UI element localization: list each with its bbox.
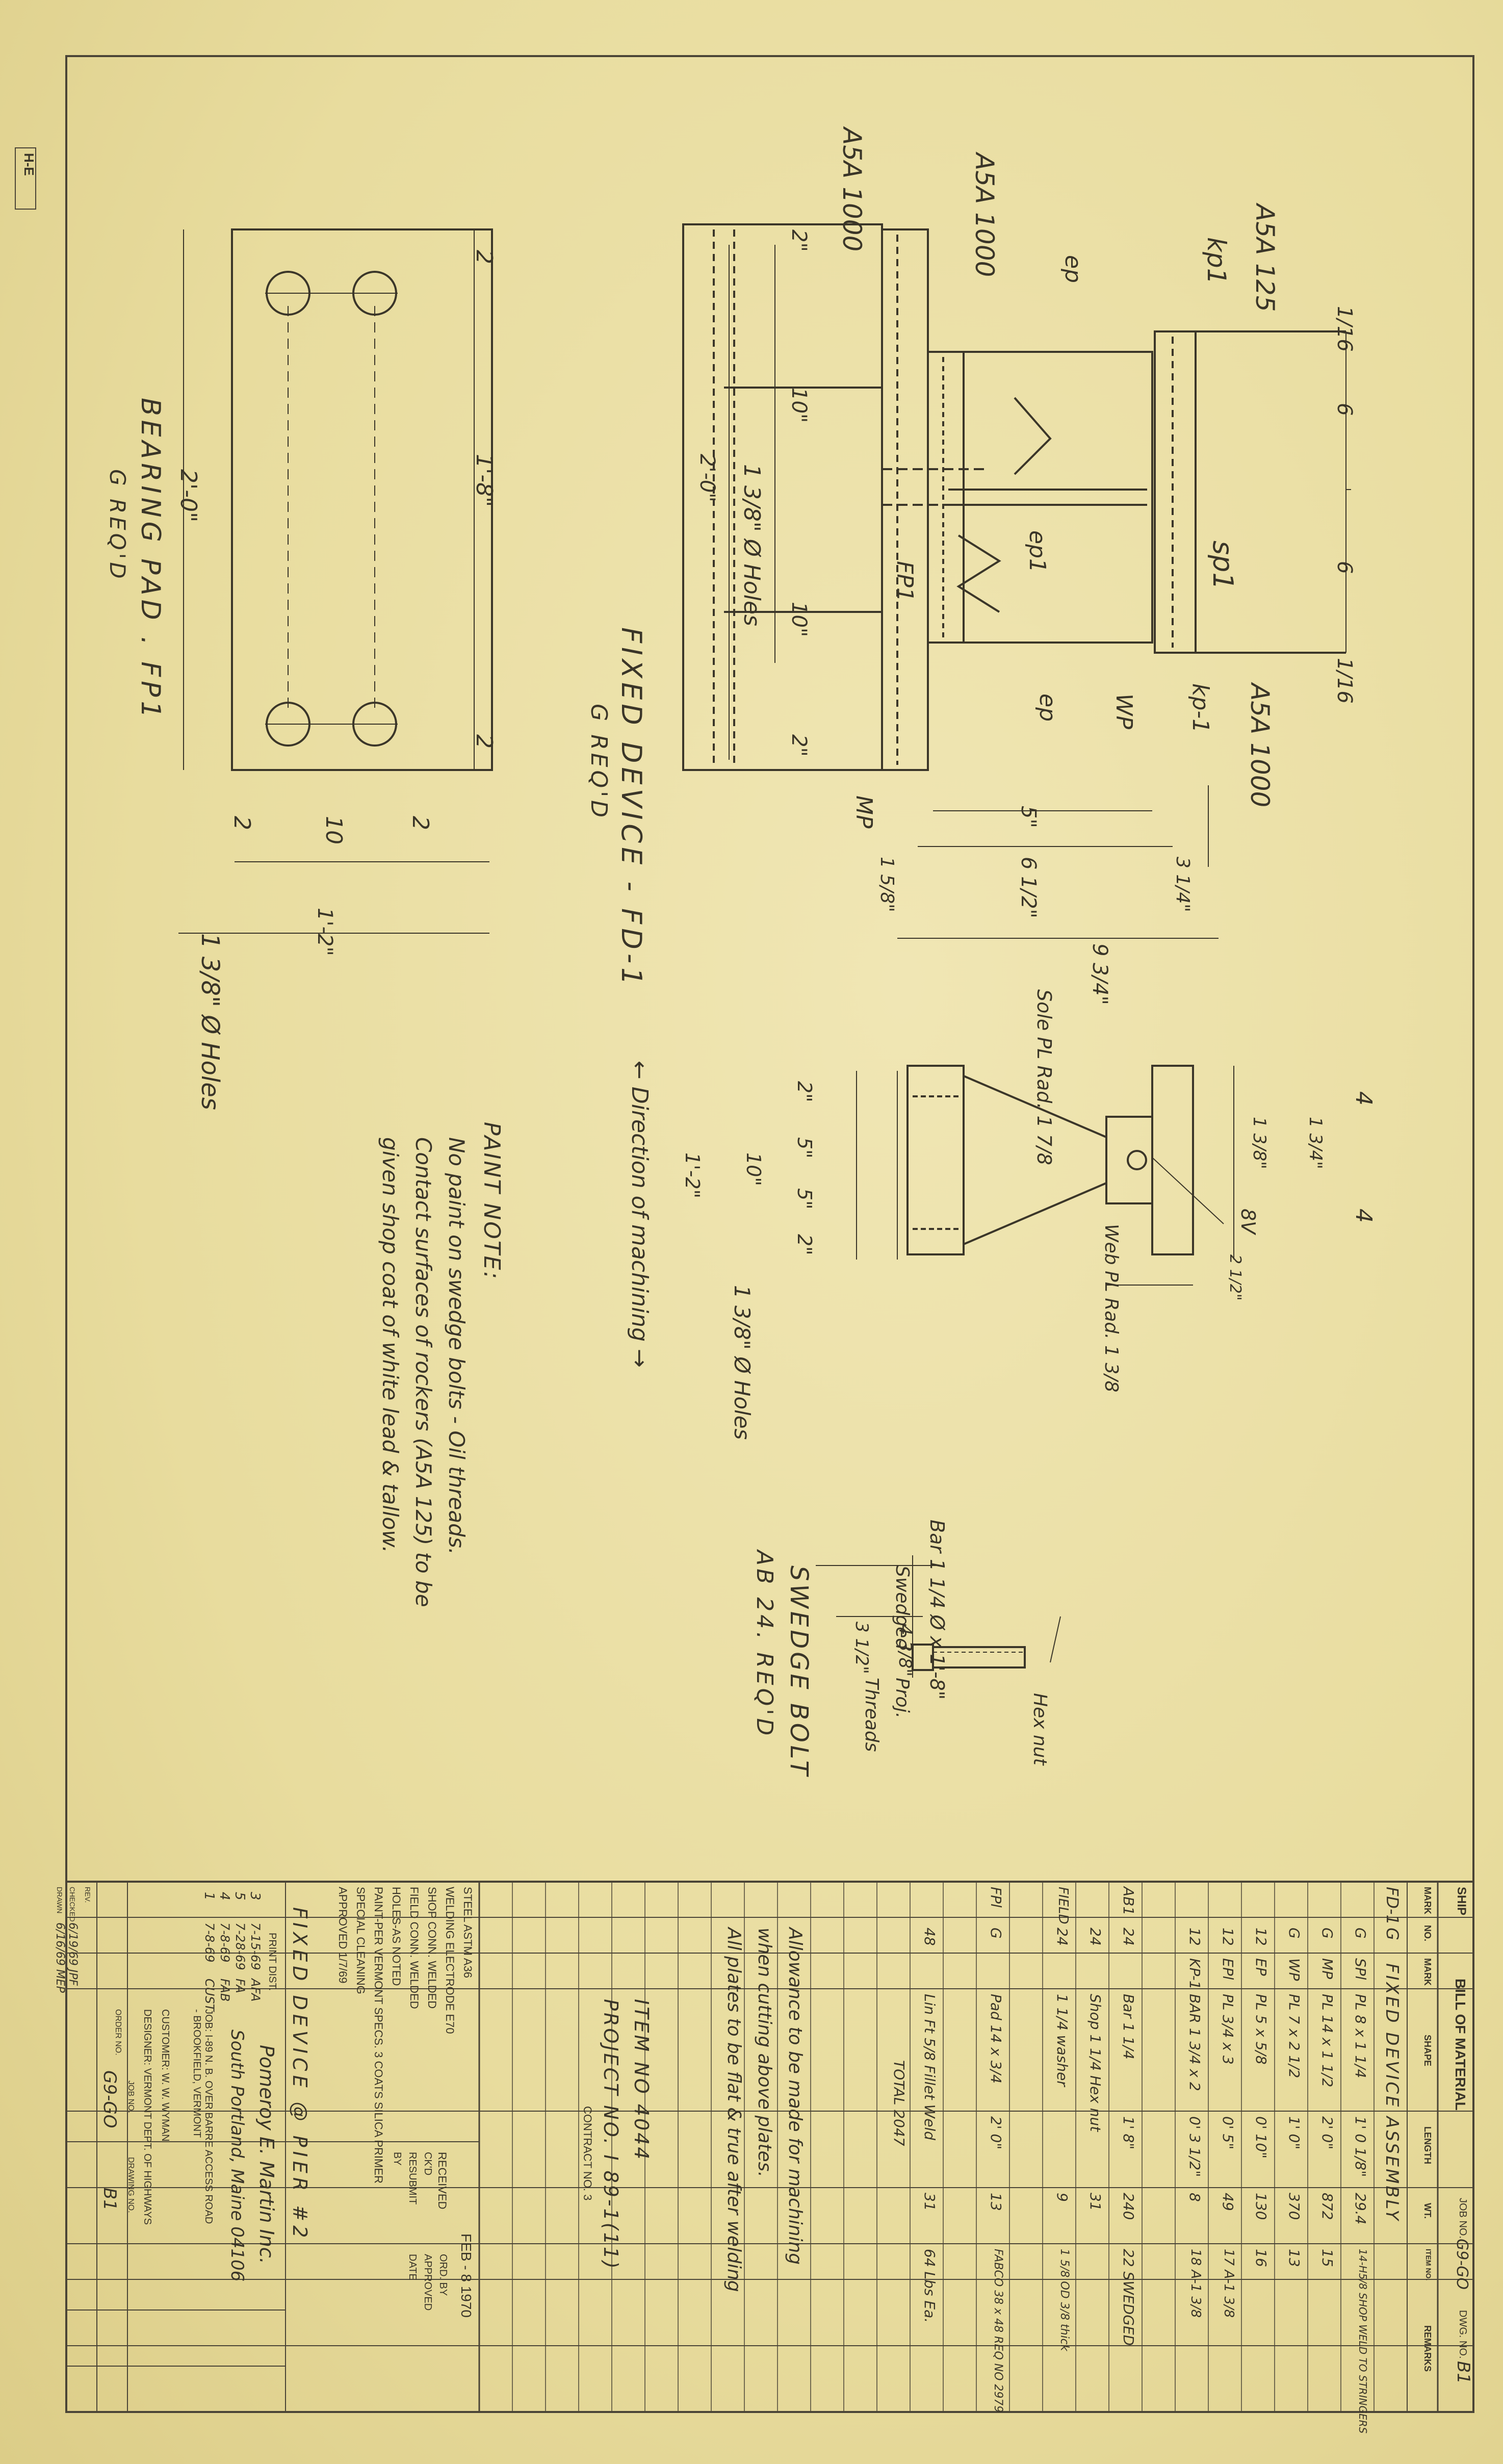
masonry-plate-mp: [881, 228, 929, 771]
bill-of-material-frame: [65, 1881, 1474, 2413]
logo-box: [15, 147, 36, 210]
bearing-pad-plan: [178, 228, 493, 934]
swedge-bolt-view: [816, 1555, 1061, 1678]
sole-plate-sp1: [1154, 330, 1197, 654]
fixed-device-side-view: [856, 1065, 1234, 1286]
bearing-pad-fp1: [682, 223, 883, 771]
sheet-border: [65, 55, 1474, 2413]
web-plate-wp: [927, 351, 1153, 644]
fixed-device-elevation: [682, 223, 1351, 939]
